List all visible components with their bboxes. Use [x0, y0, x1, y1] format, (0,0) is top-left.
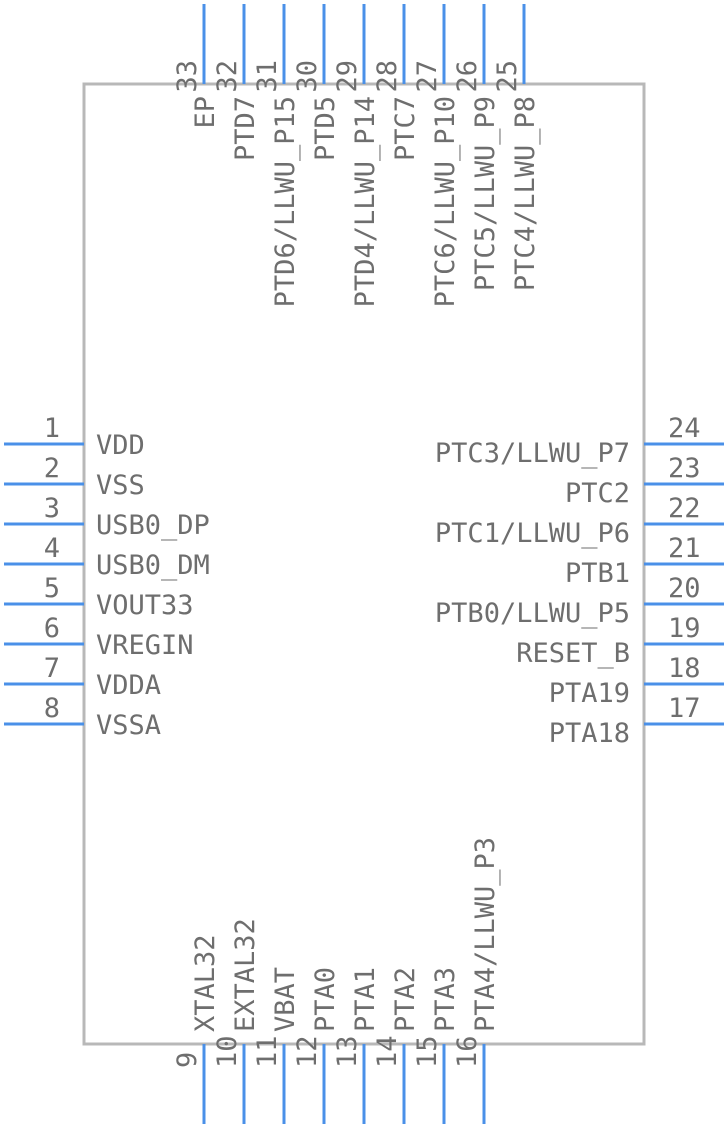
- pin-number-14: 14: [372, 1035, 403, 1068]
- pin-number-28: 28: [372, 60, 403, 93]
- pin-label-32: PTD7: [230, 96, 261, 161]
- pin-number-7: 7: [44, 653, 60, 684]
- pin-number-3: 3: [44, 493, 60, 524]
- pin-label-13: PTA1: [350, 967, 381, 1032]
- pin-number-22: 22: [668, 493, 701, 524]
- pin-number-13: 13: [332, 1035, 363, 1068]
- pin-number-10: 10: [212, 1035, 243, 1068]
- pin-label-31: PTD6/LLWU_P15: [270, 96, 301, 307]
- pin-number-2: 2: [44, 453, 60, 484]
- pin-number-26: 26: [452, 60, 483, 93]
- pin-label-22: PTC1/LLWU_P6: [435, 518, 630, 549]
- pin-number-17: 17: [668, 693, 701, 724]
- pin-label-8: VSSA: [96, 710, 161, 741]
- pin-number-23: 23: [668, 453, 701, 484]
- pin-label-19: RESET_B: [516, 638, 630, 669]
- pin-number-11: 11: [252, 1035, 283, 1068]
- pin-number-8: 8: [44, 693, 60, 724]
- pin-label-9: XTAL32: [190, 934, 221, 1032]
- pin-number-20: 20: [668, 573, 701, 604]
- pin-label-26: PTC5/LLWU_P9: [470, 96, 501, 291]
- pin-label-25: PTC4/LLWU_P8: [510, 96, 541, 291]
- pin-number-31: 31: [252, 60, 283, 93]
- pin-number-27: 27: [412, 60, 443, 93]
- pin-number-16: 16: [452, 1035, 483, 1068]
- pin-label-16: PTA4/LLWU_P3: [470, 837, 501, 1032]
- pin-label-10: EXTAL32: [230, 918, 261, 1032]
- pin-label-18: PTA19: [549, 678, 630, 709]
- pin-label-6: VREGIN: [96, 630, 194, 661]
- pin-label-21: PTB1: [565, 558, 630, 589]
- pin-number-18: 18: [668, 653, 701, 684]
- pin-number-33: 33: [172, 60, 203, 93]
- pin-label-23: PTC2: [565, 478, 630, 509]
- pin-number-21: 21: [668, 533, 701, 564]
- pin-label-33: EP: [190, 96, 221, 129]
- pin-label-7: VDDA: [96, 670, 161, 701]
- pin-label-29: PTD4/LLWU_P14: [350, 96, 381, 307]
- pin-label-5: VOUT33: [96, 590, 194, 621]
- pin-label-17: PTA18: [549, 718, 630, 749]
- pin-label-14: PTA2: [390, 967, 421, 1032]
- pin-label-30: PTD5: [310, 96, 341, 161]
- pin-label-11: VBAT: [270, 967, 301, 1032]
- pin-label-2: VSS: [96, 470, 145, 501]
- pin-number-15: 15: [412, 1035, 443, 1068]
- pin-number-4: 4: [44, 533, 60, 564]
- pin-label-24: PTC3/LLWU_P7: [435, 438, 630, 469]
- pin-label-27: PTC6/LLWU_P10: [430, 96, 461, 307]
- pin-label-28: PTC7: [390, 96, 421, 161]
- pin-number-1: 1: [44, 413, 60, 444]
- pin-number-29: 29: [332, 60, 363, 93]
- pin-label-15: PTA3: [430, 967, 461, 1032]
- pin-number-24: 24: [668, 413, 701, 444]
- pin-label-3: USB0_DP: [96, 510, 210, 541]
- pin-number-9: 9: [172, 1052, 203, 1068]
- ic-body: [82, 82, 646, 1046]
- pin-label-4: USB0_DM: [96, 550, 210, 581]
- pin-label-1: VDD: [96, 430, 145, 461]
- pin-label-20: PTB0/LLWU_P5: [435, 598, 630, 629]
- pin-number-12: 12: [292, 1035, 323, 1068]
- pin-number-5: 5: [44, 573, 60, 604]
- pin-number-25: 25: [492, 60, 523, 93]
- pin-label-12: PTA0: [310, 967, 341, 1032]
- pin-number-30: 30: [292, 60, 323, 93]
- pin-number-19: 19: [668, 613, 701, 644]
- pin-number-32: 32: [212, 60, 243, 93]
- pin-number-6: 6: [44, 613, 60, 644]
